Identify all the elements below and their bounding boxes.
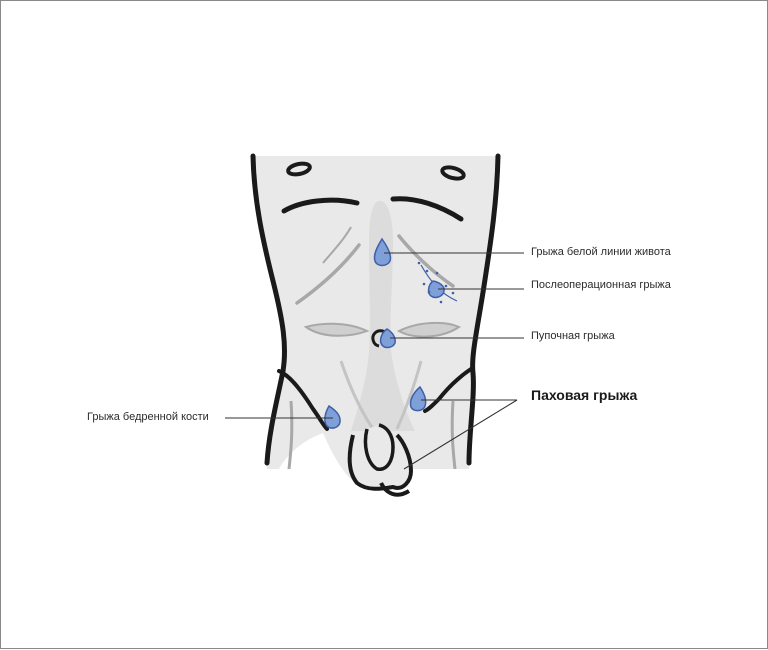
left-rib-line-2 bbox=[322, 226, 352, 264]
femoral-hernia bbox=[324, 404, 341, 429]
torso-left-outline bbox=[250, 153, 287, 466]
scrotum-sag bbox=[379, 482, 411, 497]
white-line-hernia bbox=[373, 237, 392, 267]
right-lower-abdomen-line bbox=[395, 360, 423, 430]
left-nipple bbox=[286, 161, 312, 177]
label-postoperative-hernia: Послеоперационная грыжа bbox=[531, 279, 671, 291]
label-umbilical-hernia: Пупочная грыжа bbox=[531, 330, 615, 342]
suture-dots bbox=[417, 261, 455, 304]
right-nipple bbox=[440, 165, 466, 181]
postoperative-hernia bbox=[427, 280, 445, 299]
left-thigh-line bbox=[287, 400, 294, 470]
right-rib-line bbox=[397, 234, 455, 288]
label-white-line-hernia: Грыжа белой линии живота bbox=[531, 246, 671, 258]
label-inguinal-hernia: Паховая грыжа bbox=[531, 387, 638, 403]
left-rib-line bbox=[295, 243, 361, 305]
leader-lines bbox=[225, 252, 524, 470]
right-pectoral-line bbox=[390, 196, 464, 222]
penis-outline bbox=[363, 423, 395, 471]
left-navel-contour bbox=[303, 322, 370, 337]
postoperative-hernia-group bbox=[417, 261, 458, 304]
umbilical-hernia bbox=[379, 328, 396, 349]
torso-right-outline bbox=[466, 153, 501, 466]
left-groin-crease bbox=[277, 369, 329, 431]
inguinal-hernia bbox=[409, 385, 427, 412]
leader-inguinal-b bbox=[403, 399, 518, 470]
label-femoral-hernia: Грыжа бедренной кости bbox=[87, 411, 209, 423]
right-groin-crease bbox=[423, 367, 473, 413]
right-navel-contour bbox=[396, 321, 462, 338]
linea-alba-shadow bbox=[351, 200, 415, 431]
left-pectoral-line bbox=[281, 197, 360, 214]
left-lower-abdomen-line bbox=[339, 360, 375, 430]
